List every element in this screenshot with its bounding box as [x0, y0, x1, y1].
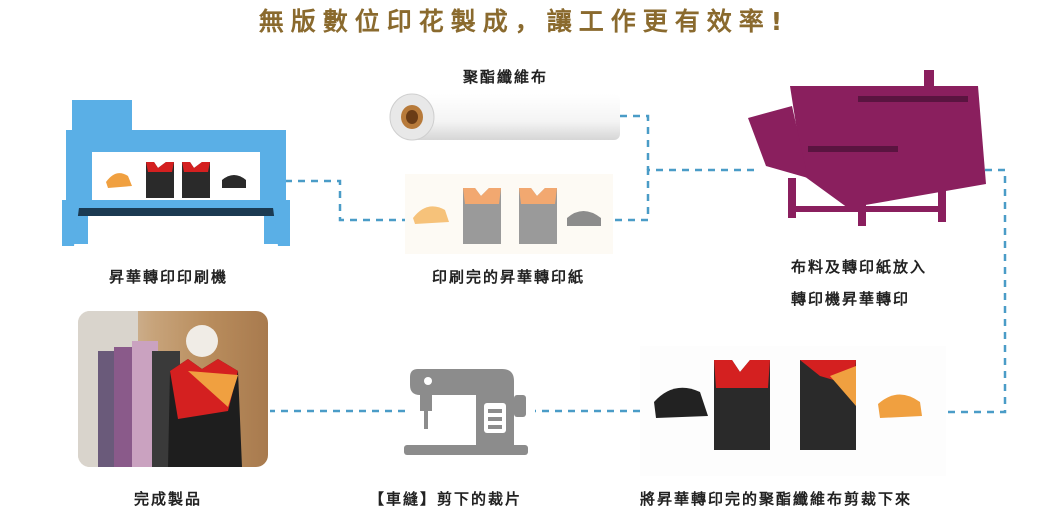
connector-paper-to-press: [615, 168, 755, 222]
printed-paper-label: 印刷完的昇華轉印紙: [432, 268, 586, 286]
heat-press-label-line1: 布料及轉印紙放入: [791, 258, 928, 276]
cut-fabric-pieces-icon: [640, 346, 946, 476]
finished-product-photo: [78, 311, 268, 467]
connector-roll-to-paper: [620, 114, 650, 170]
cut-pieces-label: 將昇華轉印完的聚酯纖維布剪裁下來: [640, 490, 913, 508]
sewing-machine-icon: [404, 369, 528, 455]
sublimation-printer-icon: [62, 100, 290, 246]
connector-printer-to-paper: [285, 179, 405, 222]
printer-label: 昇華轉印印刷機: [109, 268, 229, 286]
printed-transfer-paper-icon: [405, 174, 613, 254]
finished-label: 完成製品: [134, 490, 203, 508]
sewing-label: 【車縫】剪下的裁片: [369, 490, 523, 508]
fabric-roll-icon: [389, 93, 620, 141]
heat-press-icon: [748, 70, 986, 226]
connector-press-to-cut: [945, 168, 1007, 414]
page-title: 無版數位印花製成，讓工作更有效率!: [258, 7, 790, 36]
finished-jerseys-image: [78, 311, 242, 467]
fabric-roll-label: 聚酯纖維布: [463, 68, 549, 86]
heat-press-label-line2: 轉印機昇華轉印: [791, 290, 911, 308]
